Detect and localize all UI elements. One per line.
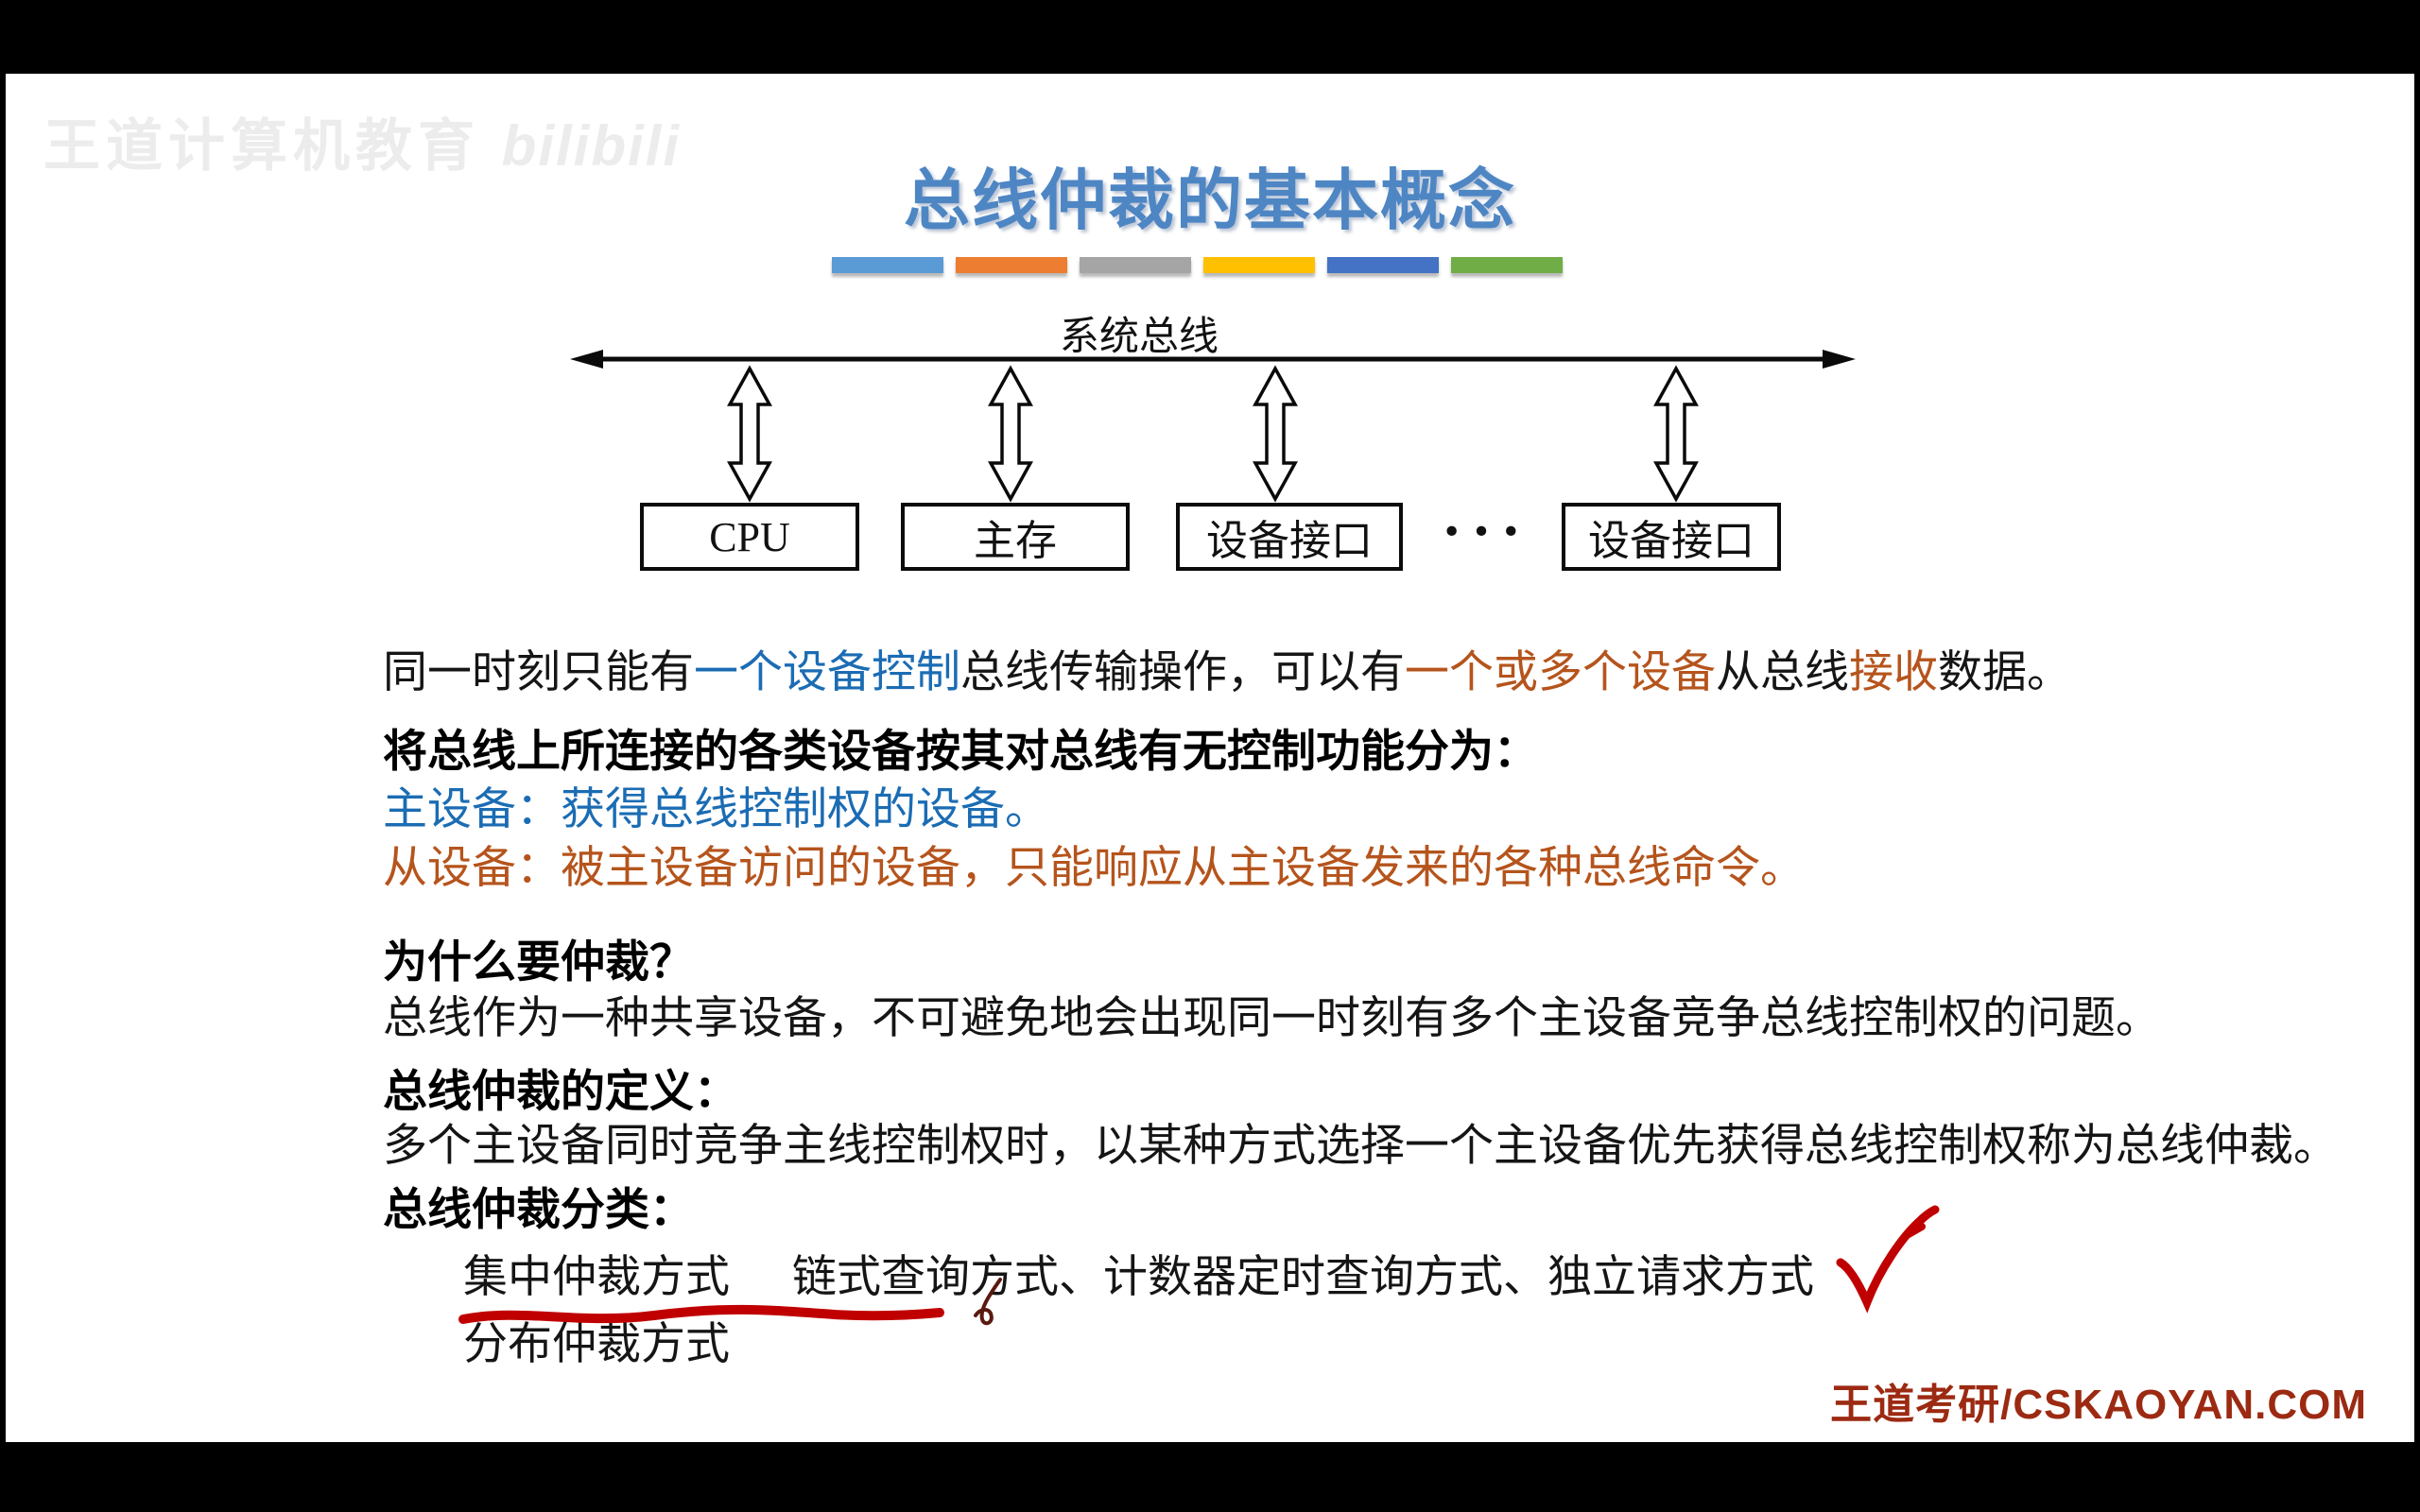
heading-device-classification: 将总线上所连接的各类设备按其对总线有无控制功能分为： [383, 728, 1538, 777]
diagram-node-device-interface-2: 设备接口 [1562, 503, 1781, 571]
vertical-double-arrow-icon [988, 365, 1033, 503]
system-bus-label: 系统总线 [1059, 316, 1219, 359]
text-segment: 数据。 [1938, 648, 2071, 697]
footer-watermark: 王道考研/CSKAOYAN.COM [1830, 1382, 2367, 1428]
centralized-arbitration-line: 集中仲裁方式 链式查询方式、计数器定时查询方式、独立请求方式 [463, 1253, 1814, 1302]
master-device-definition: 主设备：获得总线控制权的设备。 [383, 785, 1049, 834]
bus-arrows-graphic [570, 350, 1856, 503]
diagram-node-memory: 主存 [901, 503, 1130, 571]
heading-why-arbitration: 为什么要仲裁？ [383, 938, 694, 988]
bilibili-logo-icon: bilibili [501, 114, 681, 178]
arbitration-definition-body: 多个主设备同时竞争主线控制权时，以某种方式选择一个主设备优先获得总线控制权称为总… [383, 1122, 2338, 1171]
paragraph-bus-control-rule: 同一时刻只能有一个设备控制总线传输操作，可以有一个或多个设备从总线接收数据。 [383, 648, 2071, 697]
text-segment-highlight-blue: 一个设备控制 [694, 648, 960, 697]
faint-watermark-text: 王道计算机教育 [43, 114, 480, 178]
accent-bar [1327, 257, 1439, 273]
slide-canvas: 王道计算机教育 bilibili 总线仲裁的基本概念 系统总线 CPU 主存 设… [6, 74, 2414, 1442]
centralized-arbitration-label: 集中仲裁方式 [463, 1253, 730, 1302]
red-underline-annotation [458, 1304, 944, 1324]
text-segment: 同一时刻只能有 [383, 648, 694, 697]
vertical-double-arrows [727, 365, 1699, 503]
accent-bar [956, 257, 1067, 273]
accent-bar [1203, 257, 1315, 273]
text-segment-highlight-orange: 接收 [1849, 648, 1938, 697]
page-title: 总线仲裁的基本概念 [904, 165, 1516, 238]
text-segment: 总线传输操作，可以有 [960, 648, 1405, 697]
heading-arbitration-definition: 总线仲裁的定义： [383, 1068, 738, 1117]
accent-bar [832, 257, 943, 273]
accent-bar [1451, 257, 1563, 273]
vertical-double-arrow-icon [1253, 365, 1298, 503]
text-segment-highlight-orange: 一个或多个设备 [1405, 648, 1716, 697]
distributed-arbitration-label: 分布仲裁方式 [463, 1320, 730, 1369]
red-checkmark-icon [1836, 1205, 1940, 1314]
diagram-ellipsis: ··· [1410, 497, 1562, 565]
vertical-double-arrow-icon [727, 365, 772, 503]
diagram-node-device-interface-1: 设备接口 [1176, 503, 1403, 571]
faint-watermark: 王道计算机教育 bilibili [43, 100, 681, 182]
red-pen-squiggle-annotation [974, 1278, 1002, 1326]
slave-device-definition: 从设备：被主设备访问的设备，只能响应从主设备发来的各种总线命令。 [383, 844, 1805, 893]
heading-arbitration-category: 总线仲裁分类： [383, 1186, 694, 1235]
why-arbitration-body: 总线作为一种共享设备，不可避免地会出现同一时刻有多个主设备竞争总线控制权的问题。 [383, 994, 2160, 1043]
diagram-node-cpu: CPU [640, 503, 859, 571]
accent-bar [1080, 257, 1191, 273]
vertical-double-arrow-icon [1653, 365, 1699, 503]
accent-bar-row [832, 257, 1563, 273]
horizontal-bus-arrow-icon [570, 350, 1856, 369]
centralized-arbitration-kinds: 链式查询方式、计数器定时查询方式、独立请求方式 [792, 1253, 1814, 1302]
text-segment: 从总线 [1716, 648, 1849, 697]
